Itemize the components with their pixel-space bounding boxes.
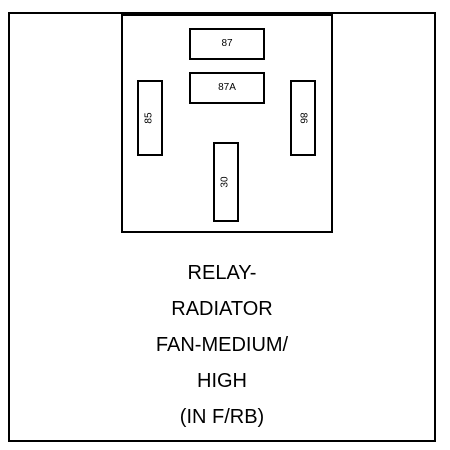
pin-85-label: 85 (144, 112, 155, 124)
pin-87a: 87A (189, 72, 265, 104)
pin-30: 30 (213, 142, 239, 222)
caption-line-2: RADIATOR (171, 298, 273, 320)
caption-line-3: FAN-MEDIUM/ (155, 334, 289, 356)
pin-85: 85 (137, 80, 163, 156)
caption-line-1: RELAY- (187, 262, 257, 284)
pin-87-label: 87 (221, 38, 233, 49)
caption-line-4: HIGH (197, 370, 247, 392)
relay-caption: RELAY- RADIATOR FAN-MEDIUM/ HIGH (IN F/R… (10, 255, 434, 435)
pin-87a-label: 87A (218, 82, 236, 93)
relay-top-edge (121, 12, 333, 16)
caption-line-5: (IN F/RB) (179, 406, 265, 428)
pin-30-label: 30 (220, 176, 231, 188)
pin-86-label: 86 (298, 112, 309, 124)
pin-87: 87 (189, 28, 265, 60)
pin-86: 86 (290, 80, 316, 156)
